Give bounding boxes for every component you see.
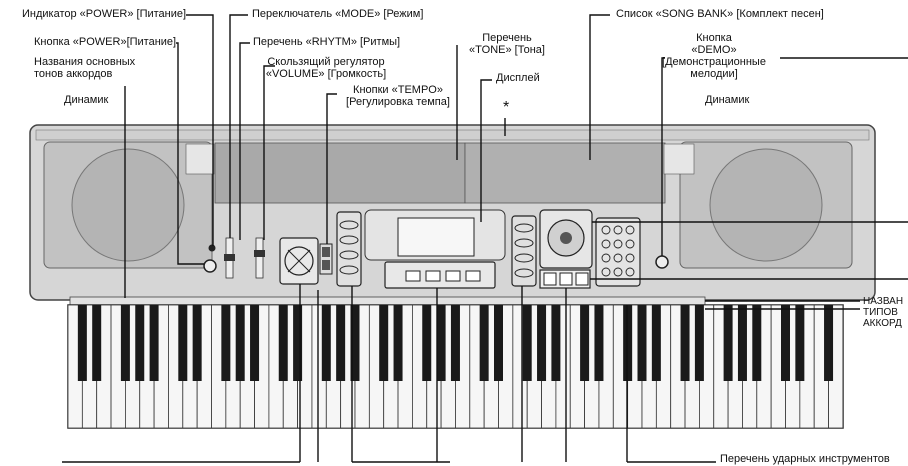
label-chord-root-names-line2: тонов аккордов bbox=[34, 68, 113, 80]
volume-slider-knob bbox=[254, 250, 265, 257]
black-key bbox=[450, 305, 460, 381]
label-volume-slider-line2: «VOLUME» [Громкость] bbox=[265, 68, 387, 80]
black-key bbox=[723, 305, 733, 381]
cursor-pad-ring bbox=[284, 246, 314, 276]
leader-power-indicator bbox=[186, 14, 214, 246]
label-tempo-buttons-line2: [Регулировка темпа] bbox=[346, 96, 450, 108]
black-key bbox=[293, 305, 303, 381]
label-power-indicator: Индикатор «POWER» [Питание] bbox=[22, 8, 187, 20]
black-key bbox=[321, 305, 331, 381]
black-key bbox=[795, 305, 805, 381]
black-key bbox=[781, 305, 790, 381]
label-chord-root-names-line1: Названия основных bbox=[34, 56, 136, 68]
label-asterisk: * bbox=[503, 99, 510, 116]
label-mode-switch: Переключатель «MODE» [Режим] bbox=[252, 8, 424, 20]
leader-rhythm-list bbox=[239, 42, 250, 240]
black-key bbox=[92, 305, 102, 381]
black-key bbox=[680, 305, 690, 381]
label-tempo-buttons-line1: Кнопки «TEMPO» bbox=[353, 84, 443, 96]
black-key bbox=[694, 305, 704, 381]
tone-list-panel bbox=[464, 142, 666, 204]
black-key bbox=[379, 305, 389, 381]
display-screen bbox=[397, 217, 475, 257]
black-key bbox=[494, 305, 503, 381]
label-demo-button: Кнопка «DEMO» [Демонстрационные мелодии] bbox=[658, 32, 770, 80]
black-key bbox=[120, 305, 130, 381]
speaker-right-cone bbox=[709, 148, 823, 262]
label-tone-list-line2: «TONE» [Тона] bbox=[469, 44, 545, 56]
black-key bbox=[436, 305, 446, 381]
black-key bbox=[135, 305, 145, 381]
rhythm-list-panel bbox=[214, 142, 466, 204]
chord-label-strip bbox=[69, 296, 706, 306]
label-chord-type-names-line2: ТИПОВ bbox=[863, 307, 898, 318]
black-key bbox=[422, 305, 432, 381]
black-key bbox=[737, 305, 747, 381]
label-demo-button-line3: [Демонстрационные bbox=[662, 56, 766, 68]
black-key bbox=[752, 305, 762, 381]
label-chord-root-names: Названия основных тонов аккордов bbox=[34, 56, 135, 80]
label-demo-button-line2: «DEMO» bbox=[691, 44, 737, 56]
label-power-button: Кнопка «POWER»[Питание] bbox=[34, 36, 177, 48]
label-demo-button-line4: мелодии] bbox=[690, 68, 738, 80]
right-button-column bbox=[511, 215, 537, 287]
black-key bbox=[192, 305, 202, 381]
label-rhythm-list: Перечень «RHYTM» [Ритмы] bbox=[253, 36, 401, 48]
mode-switch-knob bbox=[224, 254, 235, 261]
black-key bbox=[594, 305, 604, 381]
label-tone-list: Перечень «TONE» [Тона] bbox=[452, 32, 562, 56]
black-key bbox=[235, 305, 245, 381]
label-song-bank-list: Список «SONG BANK» [Комплект песен] bbox=[616, 8, 824, 20]
black-key bbox=[250, 305, 260, 381]
label-display: Дисплей bbox=[496, 72, 540, 84]
black-key bbox=[278, 305, 288, 381]
black-key bbox=[637, 305, 647, 381]
label-volume-slider-line1: Скользящий регулятор bbox=[267, 56, 385, 68]
black-key bbox=[551, 305, 561, 381]
keyboard-top-strip bbox=[35, 129, 870, 141]
leader-tempo-buttons bbox=[326, 93, 337, 244]
volume-slider-track bbox=[255, 237, 264, 279]
black-key bbox=[393, 305, 403, 381]
black-key bbox=[178, 305, 188, 381]
model-logo-right bbox=[663, 143, 695, 175]
label-demo-button-line1: Кнопка bbox=[696, 32, 732, 44]
black-key bbox=[350, 305, 360, 381]
black-key bbox=[522, 305, 532, 381]
black-key bbox=[77, 305, 87, 381]
leader-song-bank-list bbox=[589, 14, 610, 160]
label-tempo-buttons: Кнопки «TEMPO» [Регулировка темпа] bbox=[338, 84, 458, 108]
leader-demo-button bbox=[661, 57, 665, 256]
label-volume-slider: Скользящий регулятор «VOLUME» [Громкость… bbox=[256, 56, 396, 80]
black-key bbox=[580, 305, 590, 381]
black-key bbox=[149, 305, 159, 381]
leader-volume-slider bbox=[263, 65, 275, 240]
label-chord-type-names: НАЗВАН ТИПОВ АККОРД bbox=[863, 296, 903, 329]
black-key bbox=[336, 305, 346, 381]
label-tone-list-line1: Перечень bbox=[482, 32, 532, 44]
leader-display bbox=[480, 79, 492, 222]
label-percussion-list: Перечень ударных инструментов bbox=[720, 453, 890, 465]
model-logo-left bbox=[185, 143, 215, 175]
black-key bbox=[824, 305, 834, 381]
leader-power-button bbox=[176, 42, 204, 265]
speaker-left-cone bbox=[71, 148, 185, 262]
black-key bbox=[537, 305, 547, 381]
black-key bbox=[651, 305, 661, 381]
leader-mode-switch bbox=[229, 14, 248, 238]
power-indicator-lamp bbox=[208, 244, 216, 252]
black-key bbox=[479, 305, 489, 381]
demo-button-knob bbox=[655, 255, 669, 269]
label-chord-type-names-line1: НАЗВАН bbox=[863, 296, 904, 307]
number-pad bbox=[595, 217, 641, 287]
power-button-knob bbox=[203, 259, 217, 273]
black-key bbox=[221, 305, 231, 381]
label-speaker-right: Динамик bbox=[705, 94, 750, 106]
label-speaker-left: Динамик bbox=[64, 94, 109, 106]
label-chord-type-names-line3: АККОРД bbox=[863, 318, 902, 329]
